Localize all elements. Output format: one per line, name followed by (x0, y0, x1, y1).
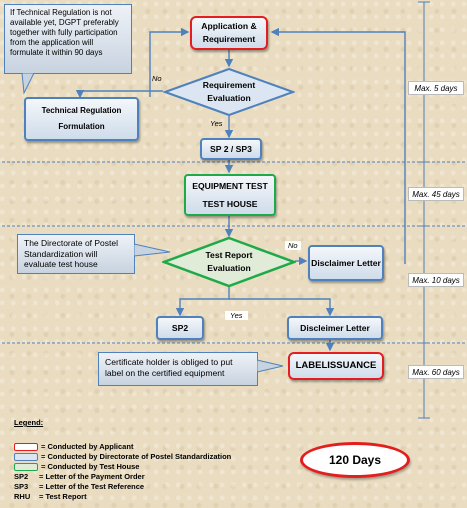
requirement-evaluation-diamond (163, 67, 295, 117)
legend-sp2: SP2= Letter of the Payment Order (14, 472, 145, 481)
legend-sp3: SP3= Letter of the Test Reference (14, 482, 145, 491)
test-report-evaluation-diamond (162, 236, 296, 288)
no-label-2: No (285, 241, 301, 250)
duration-2: Max. 45 days (408, 187, 464, 201)
equipment-test-label: EQUIPMENT TEST (192, 180, 268, 191)
no-label-1: No (152, 74, 162, 83)
sp2-sp3-node: SP 2 / SP3 (200, 138, 262, 160)
technical-regulation-note: If Technical Regulation is not available… (4, 4, 132, 74)
directorate-note: The Directorate of Postel Standardizatio… (17, 234, 135, 274)
legend-test-house: = Conducted by Test House (14, 462, 274, 472)
callout-pointer (21, 73, 35, 95)
technical-regulation-label: Technical Regulation (41, 106, 122, 115)
label-issuance-node: LABELISSUANCE (288, 352, 384, 380)
technical-regulation-node: Technical Regulation Formulation (24, 97, 139, 141)
legend-directorate: = Conducted by Directorate of Postel Sta… (14, 452, 274, 462)
duration-3: Max. 10 days (408, 273, 464, 287)
legend: Legend: = Conducted by Applicant = Condu… (14, 418, 274, 502)
directorate-callout-pointer (134, 243, 171, 257)
test-house-label: TEST HOUSE (202, 198, 258, 209)
legend-applicant-swatch (14, 443, 38, 452)
legend-directorate-swatch (14, 453, 38, 462)
sp2-node: SP2 (156, 316, 204, 340)
certificate-callout-pointer (257, 359, 284, 373)
duration-4: Max. 60 days (408, 365, 464, 379)
equipment-test-node: EQUIPMENT TEST TEST HOUSE (184, 174, 276, 216)
legend-applicant: = Conducted by Applicant (14, 442, 274, 452)
total-days-badge: 120 Days (300, 442, 410, 478)
disclaimer-letter-node: Disclaimer Letter (308, 245, 384, 281)
application-requirement-node: Application & Requirement (190, 16, 268, 50)
duration-1: Max. 5 days (408, 81, 464, 95)
yes-label-2: Yes (225, 311, 248, 320)
discleimer-letter-node: Discleimer Letter (287, 316, 383, 340)
legend-title: Legend: (14, 418, 44, 427)
test-report-evaluation-label: Test Report Evaluation (205, 250, 253, 273)
certificate-note: Certificate holder is obliged to put lab… (98, 352, 258, 386)
legend-test-house-swatch (14, 463, 38, 472)
application-requirement-label: Application & Requirement (201, 21, 257, 44)
yes-label-1: Yes (210, 119, 223, 128)
legend-rhu: RHU= Test Report (14, 492, 87, 501)
requirement-evaluation-label: Requirement Evaluation (202, 80, 256, 103)
formulation-label: Formulation (58, 122, 105, 131)
